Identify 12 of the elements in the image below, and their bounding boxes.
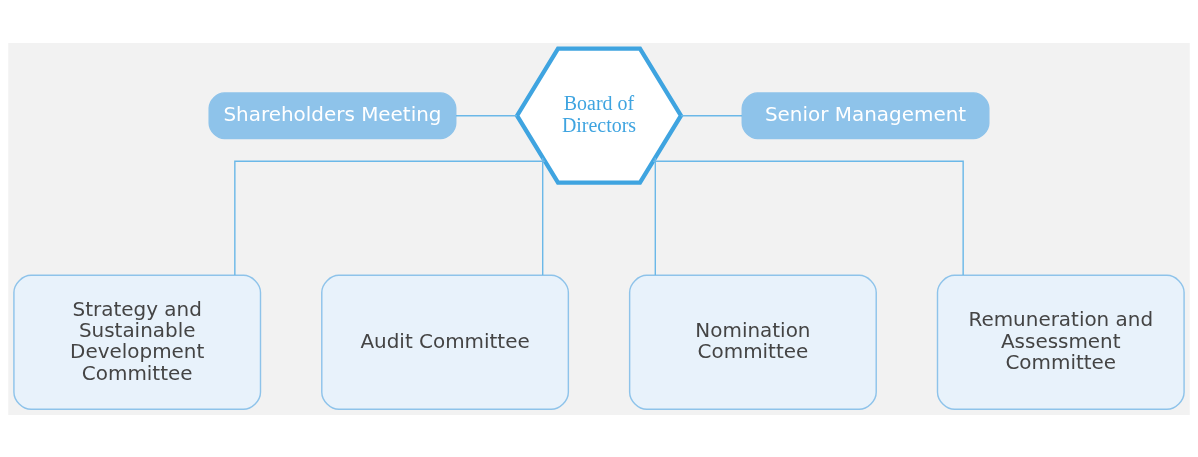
node-box: Remuneration and Assessment Committee	[936, 274, 1185, 410]
connector	[652, 160, 964, 276]
node-box: Nomination Committee	[628, 274, 877, 410]
node-box: Shareholders Meeting	[208, 91, 457, 139]
connector	[542, 156, 544, 276]
connector	[680, 114, 743, 116]
connector	[455, 114, 518, 116]
node-box: Audit Committee	[321, 274, 570, 410]
node-box: Senior Management	[741, 91, 990, 139]
connector	[234, 160, 546, 276]
node-box: Strategy and Sustainable Development Committee	[13, 274, 262, 410]
connector	[654, 156, 656, 276]
